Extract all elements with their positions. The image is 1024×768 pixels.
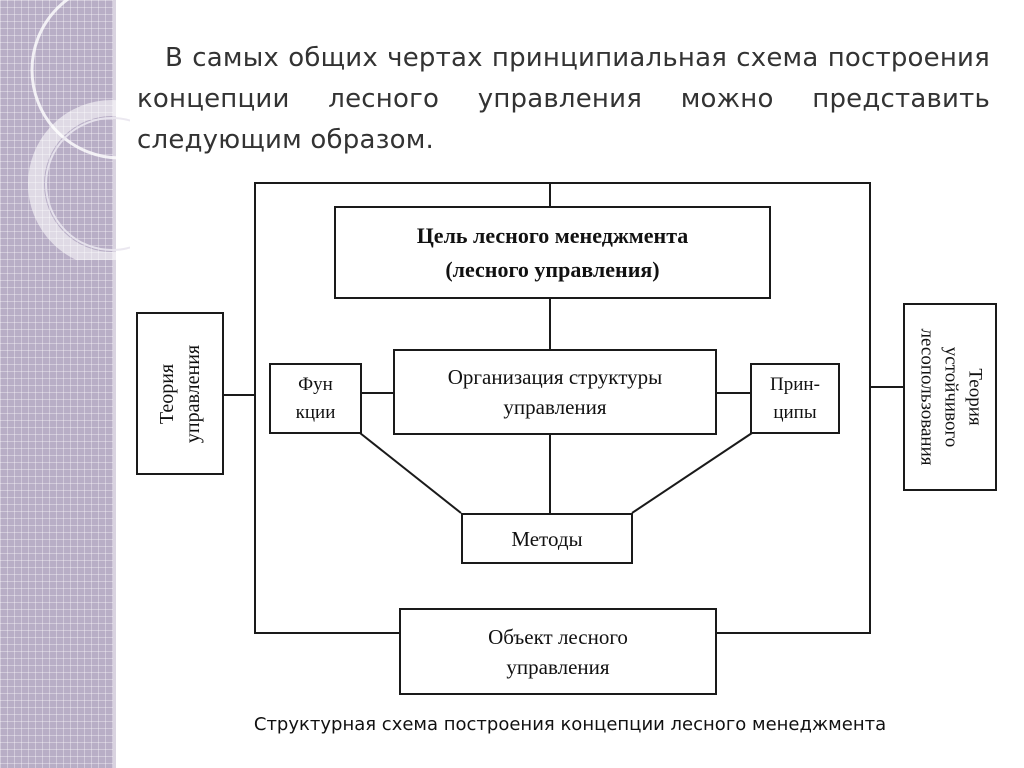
theory-management-box: Теория управления [136,312,224,475]
principles-label: Прин- ципы [770,373,820,423]
organization-label: Организация структуры управления [447,365,663,419]
principles-box: Прин- ципы [750,363,840,434]
goal-box: Цель лесного менеджмента (лесного управл… [334,206,771,299]
methods-box: Методы [461,513,633,564]
decorative-rings-icon [28,0,130,260]
methods-label: Методы [511,526,583,551]
organization-box: Организация структуры управления [393,349,717,435]
diagram-caption: Структурная схема построения концепции л… [253,714,887,735]
decorative-side-edge [113,0,116,768]
goal-label: Цель лесного менеджмента (лесного управл… [416,222,689,282]
connector-principles-methods [631,432,753,514]
object-box: Объект лесного управления [399,608,717,695]
functions-label: Фун кции [295,373,336,423]
theory-sustainable-label: Теория устойчивого лесопользования [916,328,986,466]
connector-functions-methods [359,432,462,514]
intro-paragraph: В самых общих чертах принципиальная схем… [137,43,990,155]
diagram-connectors [224,182,903,634]
functions-box: Фун кции [269,363,362,434]
outer-frame-line [254,182,871,634]
concept-diagram: Цель лесного менеджмента (лесного управл… [130,175,1010,705]
object-label: Объект лесного управления [488,624,628,679]
theory-sustainable-box: Теория устойчивого лесопользования [903,303,997,491]
theory-management-label: Теория управления [156,344,205,443]
